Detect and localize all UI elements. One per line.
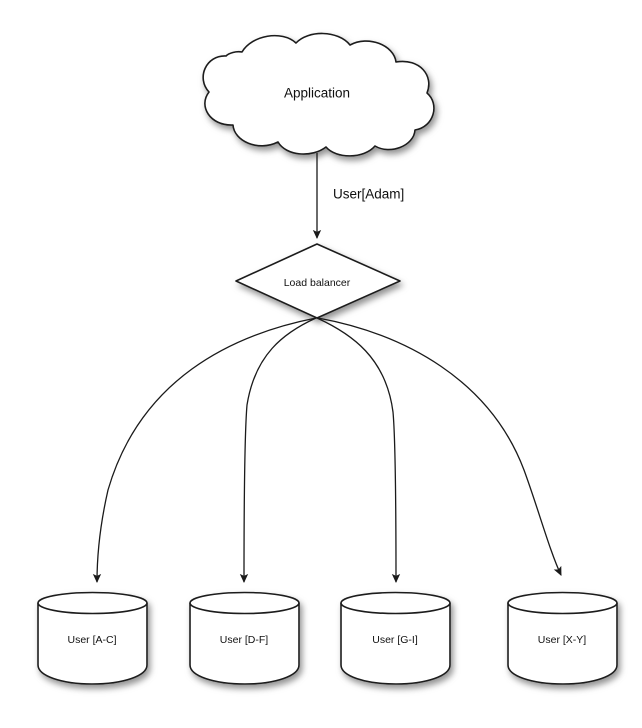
cylinder-body-2	[189, 602, 300, 685]
cylinder-top-2	[189, 591, 300, 615]
node-database-3[interactable]: User [G-I]	[340, 591, 451, 685]
database-1-label: User [A-C]	[67, 634, 116, 646]
node-application[interactable]: Application	[202, 32, 435, 157]
database-2-label: User [D-F]	[220, 634, 268, 646]
cylinder-top-3	[340, 591, 451, 615]
edge-label-user-adam: User[Adam]	[333, 187, 404, 202]
cloud-shape	[202, 32, 435, 157]
database-4-label: User [X-Y]	[538, 634, 587, 646]
load-balancer-label: Load balancer	[284, 277, 351, 289]
edge-lb-to-db-2[interactable]	[239, 317, 317, 584]
edge-lb-to-db-3[interactable]	[316, 317, 401, 584]
application-label: Application	[284, 86, 350, 101]
node-database-1[interactable]: User [A-C]	[37, 591, 148, 685]
node-load-balancer[interactable]: Load balancer	[235, 243, 401, 319]
node-database-2[interactable]: User [D-F]	[189, 591, 300, 685]
node-database-4[interactable]: User [X-Y]	[507, 591, 618, 685]
edge-lb-to-db-4[interactable]	[317, 317, 562, 576]
database-3-label: User [G-I]	[372, 634, 418, 646]
edge-lb-to-db-1[interactable]	[92, 317, 317, 584]
cylinder-body-4	[507, 602, 618, 685]
cylinder-body-3	[340, 602, 451, 685]
cylinder-body-1	[37, 602, 148, 685]
edge-group-load-balancer-to-databases	[92, 317, 562, 584]
cylinder-top-4	[507, 591, 618, 615]
cylinder-top-1	[37, 591, 148, 615]
edge-application-to-load-balancer[interactable]: User[Adam]	[312, 153, 404, 240]
